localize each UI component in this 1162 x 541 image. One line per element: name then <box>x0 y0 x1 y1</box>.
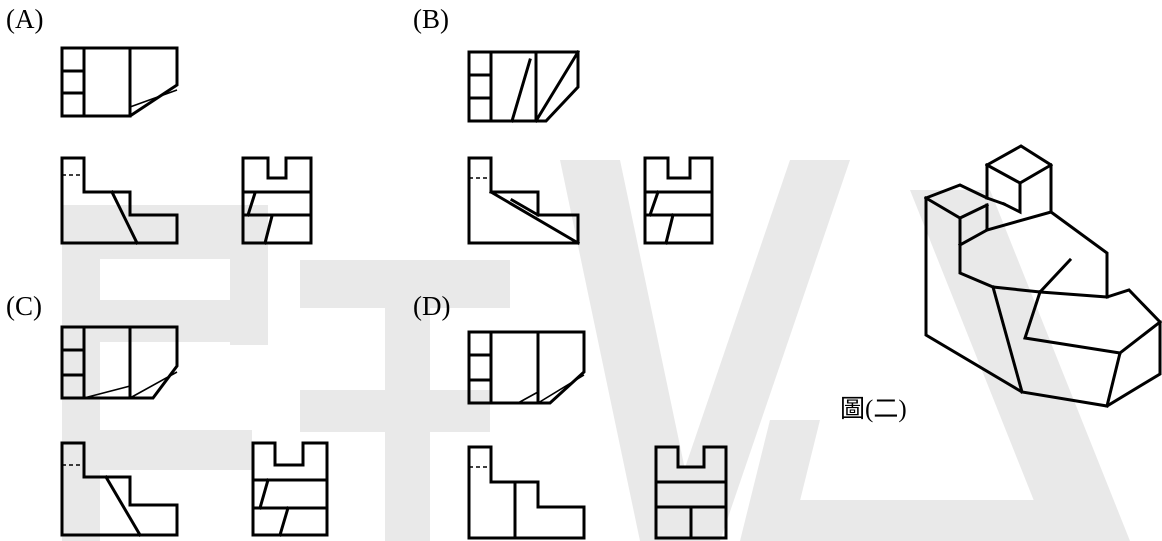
option-d-label[interactable]: (D) <box>413 291 451 321</box>
option-b-top-view <box>467 49 581 124</box>
option-d-front-view <box>467 445 586 540</box>
figure-caption: 圖(二) <box>840 396 907 423</box>
option-a-side-view <box>241 156 313 245</box>
option-a-drawings <box>60 46 313 246</box>
option-c-side-view <box>251 441 329 537</box>
option-d-side-view <box>654 445 728 540</box>
option-b-front-view <box>467 156 581 246</box>
option-b-drawings <box>467 49 714 246</box>
option-b-label[interactable]: (B) <box>413 4 449 34</box>
option-a-top-view <box>60 46 179 118</box>
option-a-front-view <box>60 156 179 246</box>
option-d-drawings <box>467 330 728 540</box>
option-c-label[interactable]: (C) <box>6 291 42 321</box>
option-c-front-view <box>60 441 179 538</box>
option-a-label[interactable]: (A) <box>6 4 44 34</box>
option-c-drawings <box>60 325 329 538</box>
isometric-solid <box>923 144 1162 408</box>
option-c-top-view <box>60 325 179 400</box>
option-d-top-view <box>467 330 586 405</box>
option-b-side-view <box>643 156 714 245</box>
